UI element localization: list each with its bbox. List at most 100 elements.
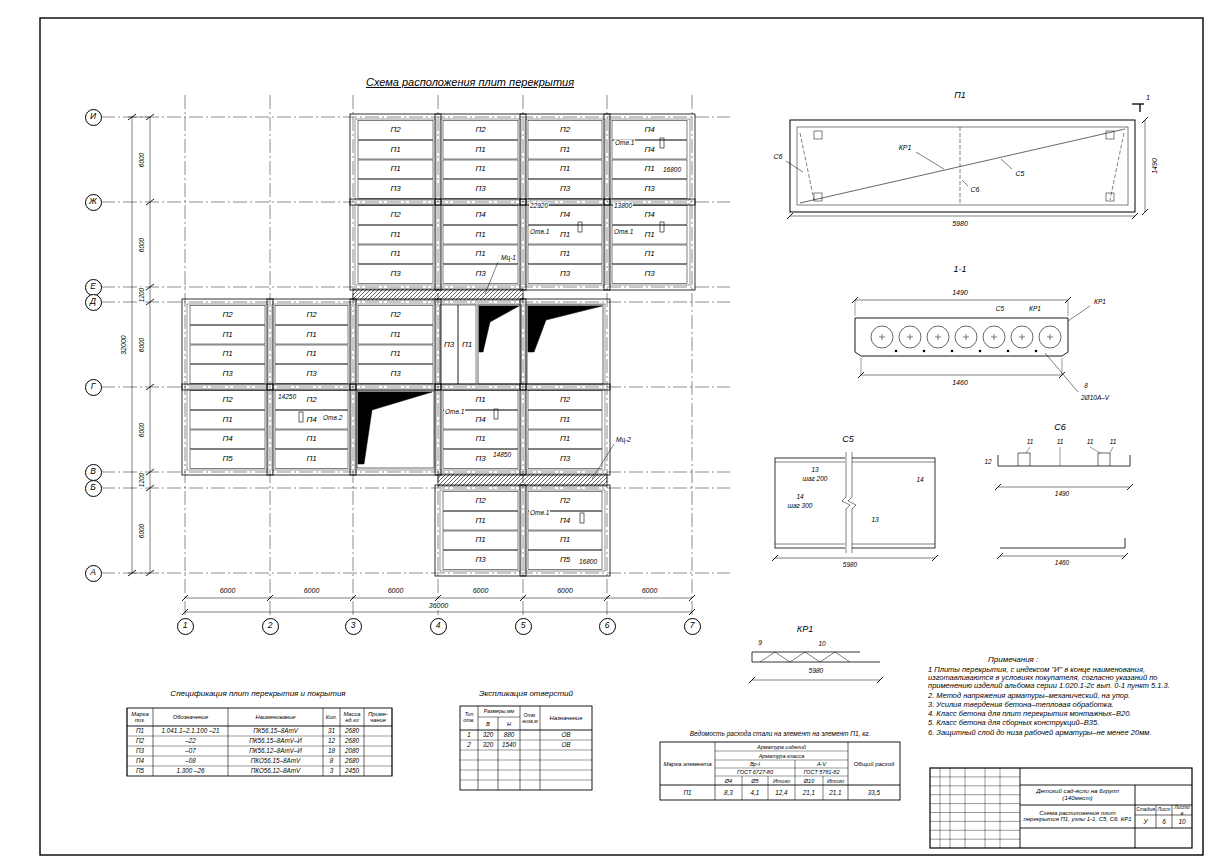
wall [272, 304, 351, 385]
detail-label: 12 [983, 458, 992, 465]
slab-mark: П3 [389, 370, 401, 379]
slab-mark: П1 [389, 330, 401, 339]
void-center [882, 334, 883, 340]
wall [520, 299, 610, 390]
slab [443, 511, 518, 530]
table-line [715, 768, 848, 769]
grid-axis [101, 472, 730, 473]
slab-mark: П3 [221, 370, 233, 379]
void-center [966, 334, 967, 340]
detail-label: КР1 [1093, 298, 1107, 305]
void-center [910, 334, 911, 340]
table-line [848, 742, 849, 800]
break-line [842, 452, 850, 553]
slab-mark: П1 [305, 350, 317, 359]
slab-mark: П1 [305, 330, 317, 339]
title-block-line [930, 821, 1020, 822]
axis-bubble: Б [85, 480, 102, 497]
table-cell: ПК56.12–8АтV–И [229, 748, 322, 755]
slab-mark: П2 [221, 310, 233, 319]
table-line [478, 706, 479, 790]
leader-line [1060, 447, 1061, 466]
leader-line [592, 444, 614, 479]
monolithic-band [353, 289, 523, 300]
slab [528, 180, 602, 199]
void [955, 326, 977, 348]
table-line [823, 776, 824, 800]
table-line [127, 736, 392, 737]
table-header: Итого [824, 777, 847, 783]
title-block-line [930, 839, 1020, 840]
axis-bubble: 2 [262, 618, 279, 635]
table-line [660, 785, 900, 786]
grid-axis [101, 287, 730, 288]
detail-label: 1490 [951, 289, 969, 297]
wall [520, 384, 610, 475]
grid-axis [101, 573, 730, 574]
table-cell: –22 [154, 738, 227, 745]
table-cell: 880 [499, 732, 519, 739]
slab-mark: П3 [389, 270, 401, 279]
slab [358, 345, 433, 364]
slab-mark: П1 [474, 516, 486, 525]
wall [435, 384, 526, 475]
opening-marker [494, 409, 498, 419]
dimension-tick [182, 595, 188, 601]
slab [358, 306, 433, 325]
detail-label: 13 [810, 466, 819, 473]
table-cell: П3 [128, 748, 152, 755]
dimension-tick [520, 595, 526, 601]
axis-bubble: В [85, 464, 102, 481]
slab [275, 345, 348, 364]
wall [440, 490, 521, 571]
extension-line [1068, 300, 1069, 316]
slab [612, 140, 687, 159]
wall [440, 304, 521, 385]
detail-label: КР1 [1028, 305, 1042, 312]
mesh-c5 [775, 458, 935, 548]
slab [190, 365, 265, 384]
wall [355, 204, 436, 285]
slab-mark: П2 [389, 310, 401, 319]
table-header: ГОСТ 6727-80 [716, 769, 794, 775]
axis-label: Е [90, 282, 96, 291]
table-cell: 1540 [499, 742, 519, 749]
opening-marker [578, 222, 582, 232]
detail-label: 5980 [951, 220, 969, 228]
wall [182, 384, 273, 475]
table-header: Отм. низа,м [521, 713, 539, 724]
slab-mark: П3 [474, 270, 486, 279]
sheet-frame [40, 18, 1203, 855]
slab [275, 430, 348, 449]
slab [358, 160, 433, 179]
table-cell: 6 [1157, 818, 1171, 825]
slab [358, 140, 433, 159]
slab [528, 531, 602, 550]
title-block-line [930, 794, 1020, 795]
wall [525, 490, 605, 571]
table-title: Ведомость расхода стали на элемент на эл… [690, 730, 871, 737]
void [871, 326, 893, 348]
slab [528, 450, 602, 469]
title-block-line [1020, 805, 1192, 806]
slab [190, 410, 265, 429]
table-line [768, 776, 769, 800]
table-cell: 12,4 [769, 789, 794, 796]
slab [443, 245, 518, 264]
dimension-line [790, 216, 1135, 217]
slab-mark: П2 [474, 496, 486, 505]
table-line [715, 776, 848, 777]
table-header: Назначение [541, 715, 591, 722]
table-line [742, 776, 743, 800]
slab-mark: П3 [474, 185, 486, 194]
lifting-loop [814, 131, 822, 139]
detail-label: 10 [817, 640, 826, 647]
detail-title: П1 [953, 91, 967, 101]
mesh-line [960, 127, 961, 205]
frame-bar [752, 652, 753, 662]
table-cell: 18 [324, 748, 339, 755]
slab-plan [790, 120, 1135, 212]
dimension-tick [146, 199, 154, 205]
note: 2. Метод напряжения арматуры–механически… [928, 692, 1200, 700]
opening-marker [660, 222, 664, 232]
